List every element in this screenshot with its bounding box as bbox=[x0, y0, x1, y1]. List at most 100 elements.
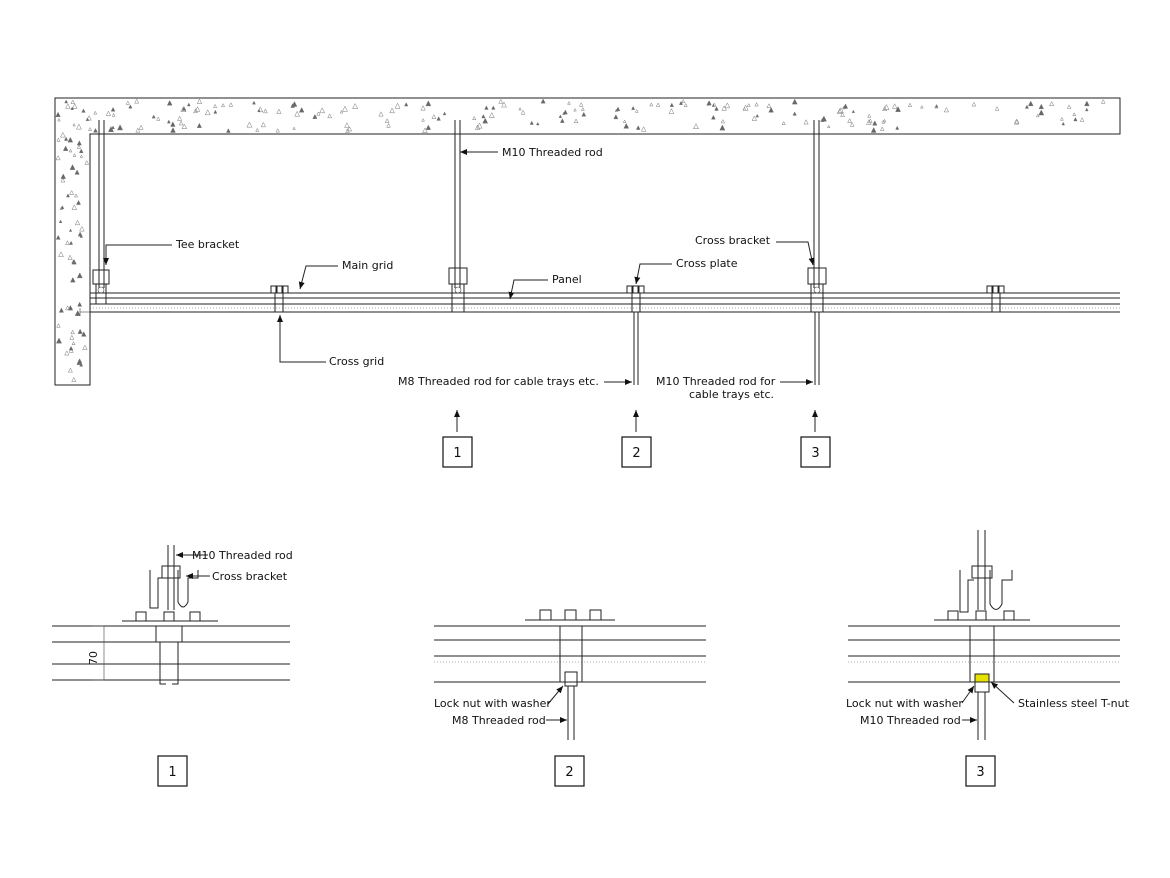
concrete-speckle bbox=[851, 109, 855, 113]
concrete-speckle bbox=[72, 103, 78, 109]
concrete-speckle bbox=[81, 331, 87, 337]
concrete-speckle bbox=[170, 121, 176, 127]
detail-1-number: 1 bbox=[168, 765, 176, 780]
concrete-speckle bbox=[156, 116, 161, 121]
label-tee-bracket: Tee bracket bbox=[175, 238, 240, 251]
concrete-speckle bbox=[1013, 118, 1020, 125]
concrete-speckle bbox=[69, 334, 75, 340]
concrete-speckle bbox=[108, 126, 114, 132]
concrete-speckle bbox=[755, 113, 759, 118]
concrete-speckle bbox=[1038, 109, 1045, 116]
concrete-speckle bbox=[920, 104, 924, 109]
concrete-speckle bbox=[68, 345, 74, 351]
concrete-speckle bbox=[488, 112, 495, 118]
detail-2-number: 2 bbox=[565, 765, 573, 780]
concrete-speckle bbox=[84, 160, 90, 165]
concrete-speckle bbox=[1014, 118, 1020, 124]
concrete-speckle bbox=[641, 126, 647, 132]
concrete-speckle bbox=[721, 105, 727, 111]
concrete-speckle bbox=[683, 102, 688, 107]
detail-1-label-bracket: Cross bracket bbox=[212, 570, 288, 583]
detail-3-label-t-nut: Stainless steel T-nut bbox=[1018, 697, 1130, 710]
concrete-speckle bbox=[316, 111, 321, 116]
concrete-speckle bbox=[934, 104, 939, 109]
label-main-grid: Main grid bbox=[342, 259, 393, 272]
concrete-speckle bbox=[431, 114, 437, 119]
label-cross-grid: Cross grid bbox=[329, 355, 384, 368]
concrete-speckle bbox=[895, 125, 900, 130]
cross-plates bbox=[262, 285, 1014, 313]
concrete-speckle bbox=[166, 99, 173, 106]
concrete-speckle bbox=[67, 254, 73, 260]
concrete-speckle bbox=[971, 101, 977, 107]
concrete-speckle bbox=[562, 109, 568, 115]
concrete-speckle bbox=[79, 225, 85, 232]
concrete-speckle bbox=[125, 100, 130, 105]
concrete-speckle bbox=[1028, 100, 1034, 107]
concrete-speckle bbox=[196, 98, 203, 104]
concrete-speckle bbox=[711, 103, 716, 107]
concrete-speckle bbox=[68, 347, 74, 353]
concrete-speckle bbox=[67, 367, 73, 373]
concrete-speckle bbox=[436, 116, 441, 121]
detail-3-number: 3 bbox=[976, 765, 984, 780]
concrete-speckle bbox=[573, 118, 579, 124]
main-section-labels: M10 Threaded rod Tee bracket Main grid P… bbox=[175, 146, 776, 401]
concrete-speckle bbox=[872, 120, 878, 126]
concrete-speckle bbox=[1049, 101, 1055, 107]
detail-1-dimension: 70 bbox=[87, 651, 100, 665]
concrete-speckle bbox=[476, 122, 483, 129]
concrete-speckle bbox=[342, 105, 348, 112]
detail-3: Lock nut with washer M10 Threaded rod St… bbox=[846, 530, 1130, 787]
section-marker-2-label: 2 bbox=[632, 446, 640, 461]
concrete-speckle bbox=[76, 144, 82, 149]
concrete-speckle bbox=[68, 148, 73, 153]
concrete-speckle bbox=[840, 112, 845, 117]
concrete-speckle bbox=[994, 106, 1000, 111]
concrete-speckle bbox=[71, 204, 78, 210]
concrete-speckle bbox=[842, 103, 849, 109]
concrete-speckle bbox=[344, 122, 350, 128]
concrete-speckle bbox=[58, 219, 63, 224]
concrete-speckle bbox=[880, 126, 885, 131]
concrete-speckle bbox=[65, 240, 70, 245]
concrete-speckle bbox=[180, 105, 187, 112]
section-marker-1: 1 bbox=[442, 436, 473, 468]
concrete-speckle bbox=[766, 103, 772, 108]
concrete-speckle bbox=[77, 231, 83, 237]
concrete-speckle bbox=[389, 107, 395, 114]
concrete-speckle bbox=[64, 136, 69, 141]
concrete-speckle bbox=[836, 108, 843, 114]
concrete-speckle bbox=[76, 272, 83, 279]
cross-bracket-main bbox=[438, 267, 476, 313]
label-m8-threaded-rod: M8 Threaded rod for cable trays etc. bbox=[398, 375, 599, 388]
concrete-speckle bbox=[720, 118, 725, 124]
concrete-speckle bbox=[943, 107, 949, 113]
concrete-speckle bbox=[292, 126, 296, 130]
concrete-speckle bbox=[263, 108, 268, 114]
tee-bracket bbox=[92, 269, 110, 305]
concrete-speckle bbox=[71, 341, 76, 346]
concrete-speckle bbox=[128, 104, 133, 109]
concrete-speckle bbox=[567, 101, 571, 105]
detail-1: 70 M10 Threaded rod Cross bracket 1 bbox=[52, 545, 293, 787]
concrete-speckle bbox=[74, 193, 78, 198]
concrete-speckle bbox=[754, 102, 759, 107]
concrete-speckle bbox=[1100, 99, 1106, 104]
concrete-speckle bbox=[529, 120, 534, 125]
section-marker-3: 3 bbox=[800, 436, 831, 468]
concrete-speckle bbox=[57, 117, 61, 122]
concrete-speckle bbox=[93, 127, 98, 133]
concrete-speckle bbox=[866, 119, 872, 125]
concrete-speckle bbox=[58, 307, 64, 313]
concrete-speckle bbox=[166, 119, 171, 124]
concrete-speckle bbox=[252, 100, 256, 105]
concrete-speckle bbox=[221, 103, 226, 108]
concrete-speckle bbox=[386, 123, 391, 128]
concrete-speckle bbox=[110, 106, 116, 112]
concrete-speckle bbox=[298, 107, 305, 113]
concrete-speckle bbox=[581, 111, 587, 117]
concrete-speckle bbox=[781, 120, 786, 125]
concrete-speckle bbox=[425, 124, 431, 130]
concrete-speckle bbox=[635, 125, 641, 130]
